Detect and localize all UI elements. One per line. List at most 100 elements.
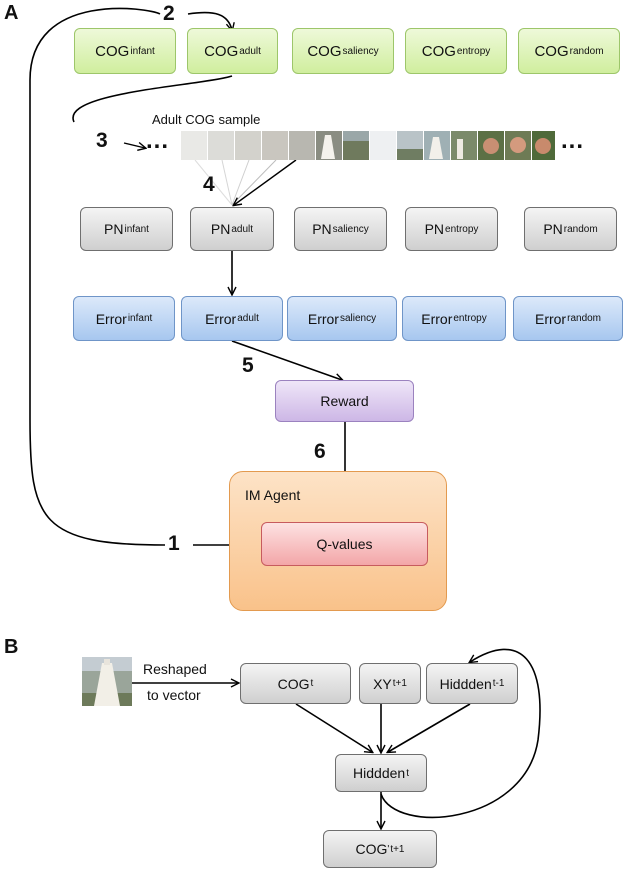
error-infant-base: Error xyxy=(95,310,127,327)
sample-frame-7 xyxy=(343,131,369,160)
cog-entropy-base: COG xyxy=(421,42,456,60)
sample-frame-10 xyxy=(424,131,450,160)
sample-frame-13 xyxy=(505,131,531,160)
error-entropy-sub: entropy xyxy=(453,313,487,324)
cog-entropy-sub: entropy xyxy=(456,45,491,57)
sample-frame-1 xyxy=(181,131,207,160)
cog-infant-base: COG xyxy=(95,42,130,60)
pn-saliency-sub: saliency xyxy=(332,223,369,235)
error-adult-base: Error xyxy=(205,310,237,327)
im-agent-label: IM Agent xyxy=(245,487,301,503)
panel-b-label: B xyxy=(4,636,19,658)
sample-frame-2 xyxy=(208,131,234,160)
hidden-t-base: Hiddden xyxy=(353,765,406,781)
pn-entropy-sub: entropy xyxy=(445,223,479,235)
sample-frame-6 xyxy=(316,131,342,160)
sample-frame-9 xyxy=(397,131,423,160)
sample-frame-8 xyxy=(370,131,396,160)
hidden-t-sub: t xyxy=(406,767,409,779)
cog-infant-sub: infant xyxy=(130,45,155,57)
cog-out-prime: ' xyxy=(387,843,390,855)
pn-entropy-base: PN xyxy=(424,221,445,237)
pn-infant-sub: infant xyxy=(124,223,149,235)
cog-random-base: COG xyxy=(534,42,569,60)
q-values-box[interactable]: Q-values xyxy=(261,522,428,566)
xy-sub: t+1 xyxy=(392,678,407,689)
pn-random-base: PN xyxy=(543,221,563,237)
pn-adult-base: PN xyxy=(210,221,231,237)
reward-box[interactable]: Reward xyxy=(275,380,414,422)
input-image-thumbnail xyxy=(82,657,132,706)
arrow-2-to-cog-adult xyxy=(187,11,232,30)
step-4: 4 xyxy=(203,173,215,196)
cog-adult-base: COG xyxy=(204,42,239,60)
error-random-sub: random xyxy=(567,313,602,324)
adult-cog-sample-label: Adult COG sample xyxy=(152,112,261,127)
sample-frame-12 xyxy=(478,131,504,160)
step-5: 5 xyxy=(242,354,254,377)
cog-out-sub: t+1 xyxy=(390,843,405,855)
cog-random-sub: random xyxy=(569,45,604,57)
arrow-3-to-dots xyxy=(123,143,145,148)
cog-out-box[interactable]: COG't+1 xyxy=(323,830,437,868)
error-saliency-base: Error xyxy=(307,310,339,327)
pn-infant-base: PN xyxy=(104,221,124,237)
pn-random-sub: random xyxy=(563,223,598,235)
arrow-error-to-reward xyxy=(231,340,342,380)
hidden-prev-sub: t-1 xyxy=(492,678,505,689)
step-2: 2 xyxy=(163,2,175,25)
reward-label: Reward xyxy=(320,393,369,409)
adult-cog-sample-strip xyxy=(181,131,555,160)
arrow-cogt-to-hidden xyxy=(295,703,372,752)
cog-t-sub: t xyxy=(310,678,314,689)
ellipsis-left: ... xyxy=(146,127,170,154)
loop-arrow-1-to-2 xyxy=(29,7,166,546)
recurrent-loop-arrow xyxy=(380,648,541,819)
hidden-prev-base: Hiddden xyxy=(439,675,492,692)
reshaped-label-line2: to vector xyxy=(147,687,201,703)
error-infant-sub: infant xyxy=(127,313,153,324)
cog-adult-sub: adult xyxy=(239,45,261,57)
step-6: 6 xyxy=(314,440,326,463)
pn-saliency-base: PN xyxy=(312,221,332,237)
arrow-cog-adult-to-sample xyxy=(72,75,233,123)
pn-adult-sub: adult xyxy=(231,223,254,235)
reshaped-label-line1: Reshaped xyxy=(143,661,207,677)
cog-t-base: COG xyxy=(277,675,310,692)
q-values-label: Q-values xyxy=(316,536,373,552)
error-adult-sub: adult xyxy=(237,313,259,324)
sample-frame-3 xyxy=(235,131,261,160)
sample-frame-5 xyxy=(289,131,315,160)
sample-fan-lines xyxy=(194,159,297,205)
cog-saliency-sub: saliency xyxy=(342,45,379,57)
error-random-base: Error xyxy=(534,310,567,327)
sample-frame-14 xyxy=(532,131,555,160)
arrow-hprev-to-hidden xyxy=(388,703,471,752)
error-saliency-sub: saliency xyxy=(339,313,377,324)
sample-frame-11 xyxy=(451,131,477,160)
sample-frame-4 xyxy=(262,131,288,160)
step-1: 1 xyxy=(168,532,180,555)
step-3: 3 xyxy=(96,129,108,152)
cog-out-base: COG xyxy=(355,841,388,857)
